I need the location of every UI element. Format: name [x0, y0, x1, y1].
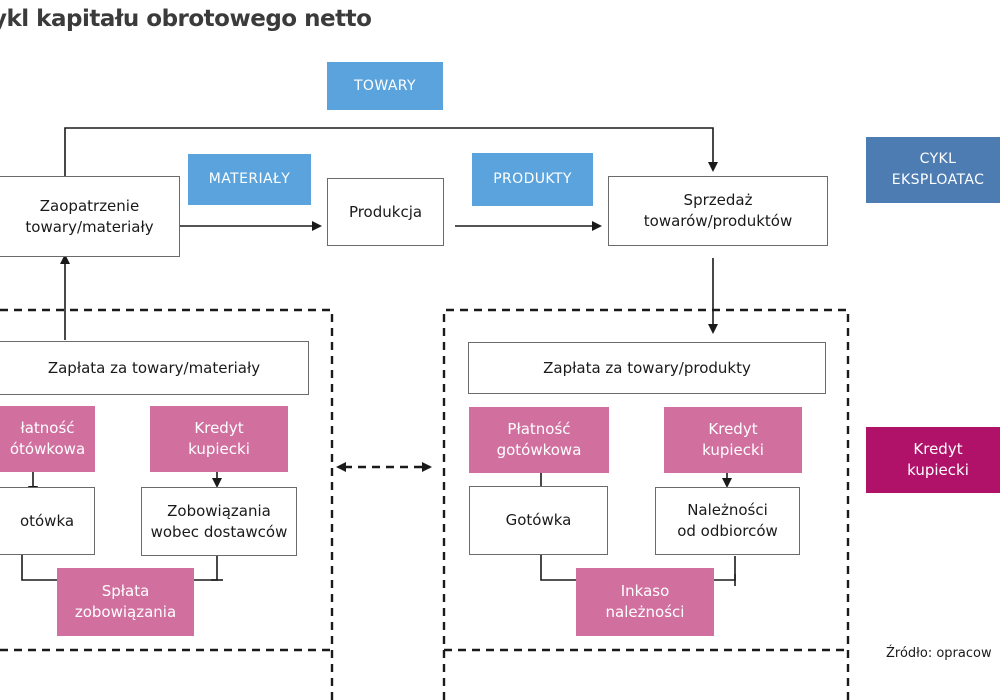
tag-produkty: PRODUKTY	[472, 153, 593, 206]
page-title: ykl kapitału obrotowego netto	[0, 6, 372, 32]
box-zaopatrzenie: Zaopatrzenie towary/materiały	[0, 176, 180, 257]
box-right-gotowka: Gotówka	[469, 486, 608, 555]
right-group-border	[442, 308, 850, 700]
box-right-kredyt-kupiecki: Kredyt kupiecki	[664, 407, 802, 473]
box-inkaso-naleznosci: Inkaso należności	[576, 568, 714, 636]
tag-towary: TOWARY	[327, 62, 443, 110]
tag-cykl-eksploatacyjny: CYKL EKSPLOATAC	[866, 137, 1000, 203]
left-group-border	[0, 308, 334, 700]
box-zaplata-towary-materialy: Zapłata za towary/materiały	[0, 341, 309, 395]
box-naleznosci-od-odbiorcow: Należności od odbiorców	[655, 487, 800, 555]
box-left-kredyt-kupiecki: Kredyt kupiecki	[150, 406, 288, 472]
box-zobowiazania-wobec-dostawcow: Zobowiązania wobec dostawców	[141, 487, 297, 556]
box-splata-zobowiazania: Spłata zobowiązania	[57, 568, 194, 636]
box-left-gotowka: otówka	[0, 487, 95, 555]
box-right-platnosc-gotowkowa: Płatność gotówkowa	[469, 407, 609, 473]
box-left-platnosc-gotowkowa: łatność ótówkowa	[0, 406, 95, 472]
box-sprzedaz: Sprzedaż towarów/produktów	[608, 176, 828, 246]
source-note: Źródło: opracow	[886, 646, 992, 661]
top-loop-arrow	[64, 127, 718, 176]
box-produkcja: Produkcja	[327, 178, 444, 246]
tag-materialy: MATERIAŁY	[188, 154, 311, 205]
box-zaplata-towary-produkty: Zapłata za towary/produkty	[468, 342, 826, 394]
tag-kredyt-kupiecki-side: Kredyt kupiecki	[866, 427, 1000, 493]
